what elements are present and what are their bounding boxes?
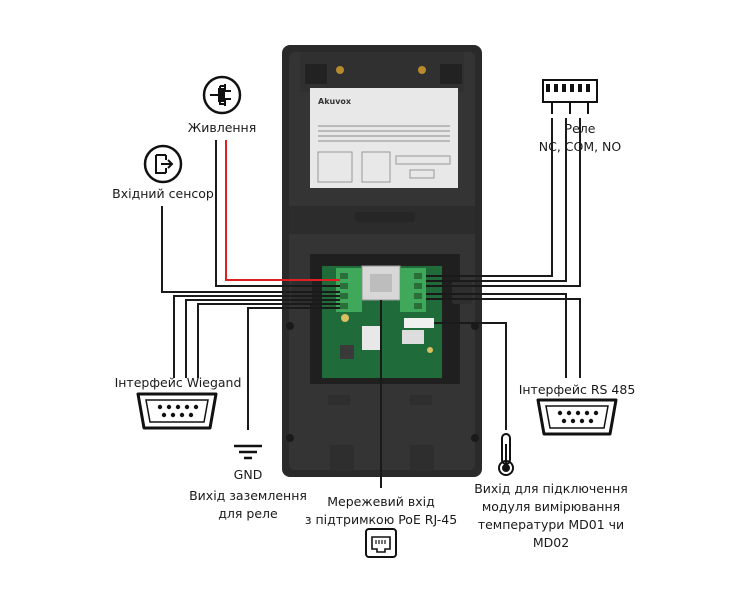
rs485-wire-1 bbox=[426, 293, 567, 378]
left-terminal-block bbox=[336, 268, 362, 312]
wiegand-label: Інтерфейс Wiegand bbox=[114, 375, 242, 390]
input-sensor-label: Вхідний сенсор bbox=[112, 186, 214, 201]
rs485-label: Інтерфейс RS 485 bbox=[518, 382, 636, 397]
power-wire-black bbox=[215, 140, 340, 287]
relay-ground-label: Вихід заземлення для реле bbox=[189, 488, 307, 521]
screw bbox=[418, 66, 426, 74]
gnd-label: GND bbox=[233, 467, 263, 482]
relay-wire-com bbox=[426, 118, 567, 282]
right-terminal-block bbox=[400, 268, 426, 312]
product-label: Akuvox bbox=[310, 88, 458, 188]
thermometer-icon bbox=[498, 433, 514, 476]
power-label: Живлення bbox=[187, 120, 257, 135]
power-wire-red bbox=[225, 140, 340, 281]
screw bbox=[336, 66, 344, 74]
rs485-wire-2 bbox=[426, 298, 581, 378]
db9-connector-icon-rs485 bbox=[536, 398, 618, 436]
brand-logo: Akuvox bbox=[318, 97, 352, 106]
relay-icon bbox=[542, 79, 598, 114]
intercom-device: Akuvox bbox=[282, 45, 482, 477]
gnd-wire bbox=[247, 307, 340, 430]
network-label: Мережевий вхід з підтримкою PoE RJ-45 bbox=[304, 494, 458, 527]
temperature-label: Вихід для підключення модуля вимірювання… bbox=[474, 481, 628, 550]
exit-sensor-icon bbox=[143, 144, 183, 184]
db9-connector-icon-wiegand bbox=[136, 392, 218, 430]
relay-wire-nc bbox=[426, 118, 553, 277]
power-plug-icon bbox=[202, 75, 242, 115]
wiegand-wire-2 bbox=[185, 299, 340, 378]
input-sensor-wire bbox=[161, 206, 340, 293]
relay-wire-no bbox=[426, 118, 581, 287]
wires bbox=[161, 118, 581, 488]
temperature-wire bbox=[434, 322, 507, 430]
ethernet-port-icon bbox=[365, 528, 397, 558]
ground-symbol-icon bbox=[234, 444, 262, 460]
relay-label: Реле NC, COM, NO bbox=[538, 121, 622, 154]
wiegand-wire-3 bbox=[197, 303, 340, 378]
wiegand-wire-1 bbox=[173, 295, 340, 378]
